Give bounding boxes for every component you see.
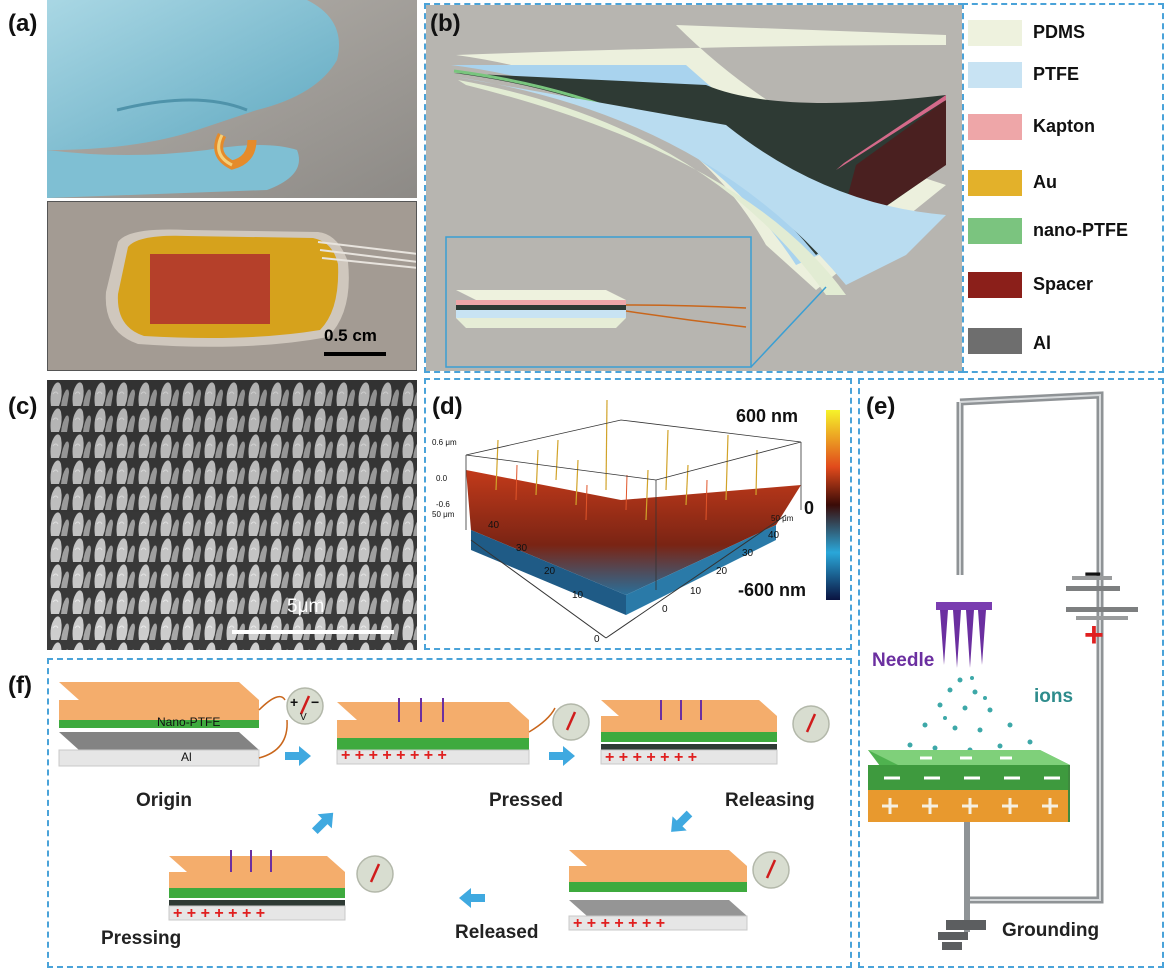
meter-plus-sign: + — [290, 694, 299, 710]
stage-label-pressed: Pressed — [489, 790, 563, 811]
panel-c-sem-image: 5μm — [47, 380, 417, 650]
legend-label-al: Al — [1033, 333, 1051, 353]
legend-label-pdms: PDMS — [1033, 22, 1086, 42]
panel-e-diagram: − + Needle ions Grounding — [860, 380, 1162, 966]
ions-label: ions — [1034, 686, 1074, 707]
panel-b-render — [426, 5, 962, 371]
left-tick-10: 10 — [572, 590, 584, 601]
right-tick-30: 30 — [742, 548, 754, 559]
colorbar-top-label: 600 nm — [736, 406, 799, 426]
right-tick-0: 0 — [662, 604, 668, 615]
panel-label-c: (c) — [8, 393, 38, 420]
right-tick-10: 10 — [690, 586, 702, 597]
grounding-label: Grounding — [1002, 920, 1100, 941]
panel-label-b: (b) — [430, 10, 461, 37]
colorbar-bottom-label: -600 nm — [738, 580, 807, 600]
scale-bar-c — [232, 630, 394, 634]
z-tick-top: 0.6 μm — [432, 438, 457, 447]
stage-label-releasing: Releasing — [725, 790, 815, 811]
panel-d-afm: 0.6 μm 0.0 -0.6 50 μm 50 μm 40 30 20 10 … — [426, 380, 850, 648]
colorbar-mid-label: 0 — [804, 498, 815, 518]
svg-text:+ + + + + + +: + + + + + + + — [573, 915, 665, 932]
panel-label-f: (f) — [8, 672, 32, 699]
panel-f-diagram: + + + + + + + + + + + + + + + + + + + + … — [49, 660, 850, 966]
left-tick-40: 40 — [488, 520, 500, 531]
z-tick-mid: 0.0 — [436, 474, 448, 483]
scale-bar-label-a: 0.5 cm — [324, 326, 377, 345]
legend-swatch-al — [968, 328, 1022, 354]
legend-swatch-nano-ptfe — [968, 218, 1022, 244]
stage-label-released: Released — [455, 922, 539, 943]
scale-bar-label-c: 5μm — [287, 596, 325, 617]
legend-swatch-spacer — [968, 272, 1022, 298]
panel-e-frame — [858, 378, 1164, 968]
nano-ptfe-layer-label: Nano-PTFE — [157, 715, 221, 729]
panel-a-photo-top — [47, 0, 417, 198]
legend-swatch-ptfe — [968, 62, 1022, 88]
legend-swatch-kapton — [968, 114, 1022, 140]
legend-label-nano-ptfe: nano-PTFE — [1033, 220, 1128, 240]
legend-label-ptfe: PTFE — [1033, 64, 1080, 84]
z-axis-end: 50 μm — [432, 510, 455, 519]
right-axis-end: 50 μm — [771, 514, 794, 523]
al-layer-label: Al — [181, 750, 192, 764]
legend-label-spacer: Spacer — [1033, 274, 1094, 294]
stage-label-origin: Origin — [136, 790, 192, 811]
legend-label-au: Au — [1033, 172, 1057, 192]
panel-f-frame — [47, 658, 852, 968]
meter-minus-sign: − — [311, 694, 320, 710]
svg-text:+ + + + + + +: + + + + + + + — [605, 749, 697, 766]
meter-unit-label: V — [300, 712, 307, 723]
z-tick-bottom: -0.6 — [436, 500, 450, 509]
scale-bar-a — [324, 352, 386, 356]
panel-label-e: (e) — [866, 393, 896, 420]
panel-label-d: (d) — [432, 393, 463, 420]
legend-swatch-pdms — [968, 20, 1022, 46]
stage-label-pressing: Pressing — [101, 928, 182, 949]
battery-plus-sign: + — [1084, 616, 1104, 654]
legend-frame — [962, 3, 1164, 373]
right-tick-20: 20 — [716, 566, 728, 577]
svg-text:+ + + + + + + +: + + + + + + + + — [341, 747, 447, 764]
left-tick-20: 20 — [544, 566, 556, 577]
panel-label-a: (a) — [8, 10, 38, 37]
panel-a-photo-bottom: 0.5 cm — [47, 201, 417, 371]
left-tick-0: 0 — [594, 634, 600, 645]
battery-minus-sign: − — [1084, 558, 1102, 591]
legend-swatch-au — [968, 170, 1022, 196]
legend-label-kapton: Kapton — [1033, 116, 1095, 136]
svg-text:+ + + + + + +: + + + + + + + — [173, 905, 265, 922]
panel-d-frame — [424, 378, 852, 650]
right-tick-40: 40 — [768, 530, 780, 541]
left-tick-30: 30 — [516, 543, 528, 554]
needle-label: Needle — [872, 650, 935, 671]
